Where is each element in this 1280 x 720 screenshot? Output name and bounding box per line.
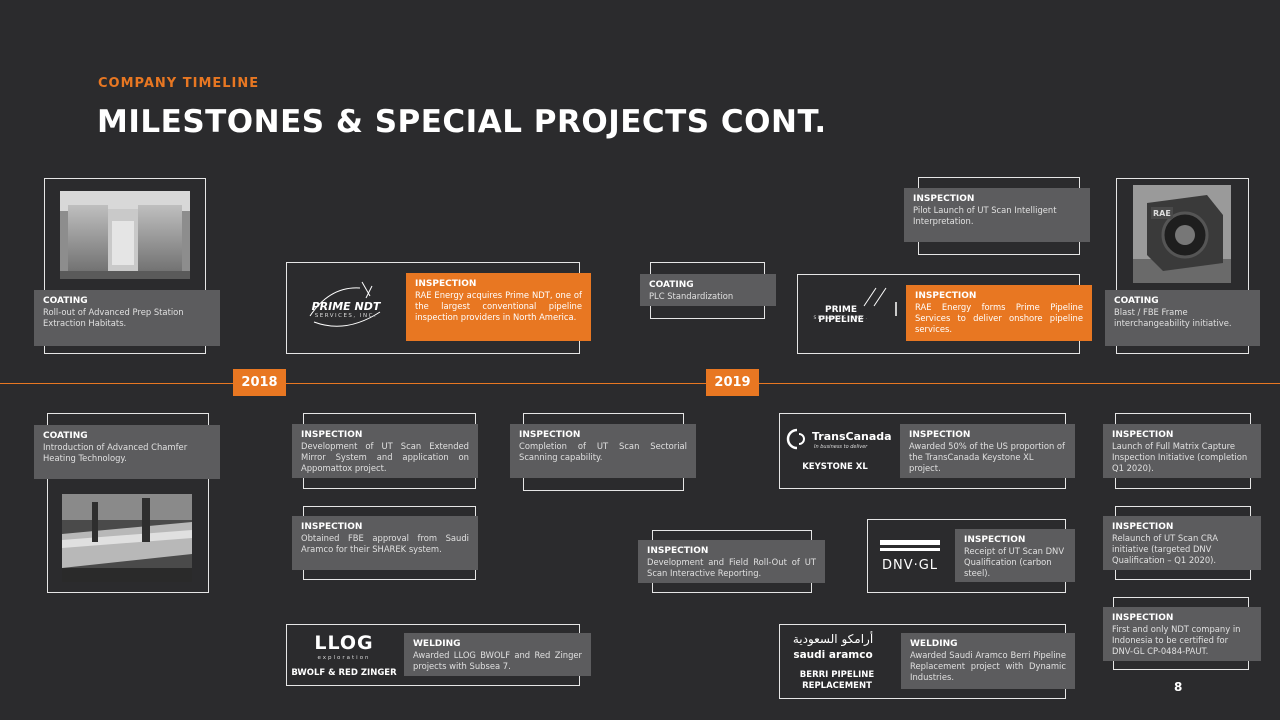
prime-pipeline-logo-sub: SERVICES, INC. <box>813 316 869 321</box>
aramco-logo-arabic: أرامكو السعودية <box>792 632 874 646</box>
milestone-frame-booth <box>44 178 206 354</box>
milestone-card-14: INSPECTION Receipt of UT Scan DNV Qualif… <box>955 529 1075 582</box>
milestone-frame-machine <box>1116 178 1249 354</box>
milestone-card-3: COATING PLC Standardization <box>640 274 776 306</box>
card-heading: INSPECTION <box>1112 613 1174 623</box>
card-text: Awarded 50% of the US proportion of the … <box>909 441 1065 473</box>
transcanada-logo-name: TransCanada <box>812 430 892 443</box>
prime-pipeline-logo-name: PRIME PIPELINE <box>818 305 864 325</box>
card-heading: INSPECTION <box>647 546 709 556</box>
prime-ndt-logo-sub: SERVICES, INC. <box>314 313 378 319</box>
card-heading: COATING <box>43 296 88 306</box>
aramco-logo: أرامكو السعودية saudi aramco <box>786 632 880 666</box>
transcanada-caption: KEYSTONE XL <box>802 462 868 472</box>
page-number: 8 <box>1174 680 1183 694</box>
llog-logo-name: LLOG <box>314 632 374 654</box>
card-heading: INSPECTION <box>415 279 477 289</box>
milestone-card-16: INSPECTION First and only NDT company in… <box>1103 607 1261 661</box>
milestone-card-7: COATING Introduction of Advanced Chamfer… <box>34 425 220 479</box>
dnvgl-logo-name: DNV·GL <box>881 558 939 573</box>
llog-logo: LLOG exploration <box>292 632 396 666</box>
card-heading: INSPECTION <box>301 522 363 532</box>
card-heading: INSPECTION <box>519 430 581 440</box>
card-text: RAE Energy forms Prime Pipeline Services… <box>915 302 1083 334</box>
transcanada-logo: TransCanada In business to deliver <box>786 426 892 456</box>
machine-photo: RAE <box>1133 185 1231 283</box>
milestone-card-12: INSPECTION Obtained FBE approval from Sa… <box>292 516 478 570</box>
card-text: Awarded LLOG BWOLF and Red Zinger projec… <box>413 650 582 671</box>
card-text: Development of UT Scan Extended Mirror S… <box>301 441 469 473</box>
card-heading: COATING <box>649 280 694 290</box>
milestone-card-10: INSPECTION Awarded 50% of the US proport… <box>900 424 1075 478</box>
card-text: RAE Energy acquires Prime NDT, one of th… <box>415 290 582 322</box>
card-text: Completion of UT Scan Sectorial Scanning… <box>519 441 687 462</box>
card-heading: INSPECTION <box>1112 522 1174 532</box>
card-heading: COATING <box>1114 296 1159 306</box>
prime-ndt-logo-name: PRIME NDT <box>311 300 381 313</box>
card-heading: WELDING <box>910 639 958 649</box>
eyebrow-label: COMPANY TIMELINE <box>98 76 260 91</box>
page-title: MILESTONES & SPECIAL PROJECTS CONT. <box>97 104 827 140</box>
llog-logo-sub: exploration <box>317 655 371 661</box>
card-text: Pilot Launch of UT Scan Intelligent Inte… <box>913 205 1057 226</box>
milestone-card-13: INSPECTION Development and Field Roll-Ou… <box>638 540 825 583</box>
card-heading: COATING <box>43 431 88 441</box>
pipe-photo <box>62 494 192 582</box>
aramco-caption: BERRI PIPELINE REPLACEMENT <box>799 670 875 691</box>
milestone-card-17: WELDING Awarded LLOG BWOLF and Red Zinge… <box>404 633 591 676</box>
milestone-card-11: INSPECTION Launch of Full Matrix Capture… <box>1103 424 1261 478</box>
card-text: Development and Field Roll-Out of UT Sca… <box>647 557 816 578</box>
milestone-card-15: INSPECTION Relaunch of UT Scan CRA initi… <box>1103 516 1261 570</box>
year-marker-2019: 2019 <box>706 369 759 396</box>
card-text: Launch of Full Matrix Capture Inspection… <box>1112 441 1248 473</box>
card-text: Awarded Saudi Aramco Berri Pipeline Repl… <box>910 650 1066 682</box>
milestone-card-8: INSPECTION Development of UT Scan Extend… <box>292 424 478 478</box>
booth-photo <box>60 191 190 279</box>
card-text: PLC Standardization <box>649 291 734 301</box>
dnvgl-logo: DNV·GL <box>874 538 946 578</box>
milestone-card-4: INSPECTION Pilot Launch of UT Scan Intel… <box>904 188 1090 242</box>
card-text: First and only NDT company in Indonesia … <box>1112 624 1241 656</box>
card-heading: INSPECTION <box>915 291 977 301</box>
card-heading: INSPECTION <box>301 430 363 440</box>
card-text: Blast / FBE Frame interchangeability ini… <box>1114 307 1232 328</box>
year-marker-2018: 2018 <box>233 369 286 396</box>
card-text: Introduction of Advanced Chamfer Heating… <box>43 442 188 463</box>
milestone-frame-chamfer <box>47 413 209 593</box>
milestone-card-5: INSPECTION RAE Energy forms Prime Pipeli… <box>906 285 1092 341</box>
milestone-card-18: WELDING Awarded Saudi Aramco Berri Pipel… <box>901 633 1075 689</box>
card-heading: INSPECTION <box>1112 430 1174 440</box>
machine-photo-label: RAE <box>1153 209 1171 218</box>
card-text: Relaunch of UT Scan CRA initiative (targ… <box>1112 533 1218 565</box>
card-heading: INSPECTION <box>913 194 975 204</box>
card-text: Roll-out of Advanced Prep Station Extrac… <box>43 307 184 328</box>
milestone-card-9: INSPECTION Completion of UT Scan Sectori… <box>510 424 696 478</box>
card-heading: INSPECTION <box>964 535 1026 545</box>
milestone-card-2: INSPECTION RAE Energy acquires Prime NDT… <box>406 273 591 341</box>
transcanada-logo-tagline: In business to deliver <box>814 444 868 450</box>
timeline-axis <box>0 383 1280 384</box>
prime-ndt-logo: PRIME NDT SERVICES, INC. <box>300 276 392 340</box>
prime-pipeline-logo: PRIME PIPELINE SERVICES, INC. <box>804 284 900 340</box>
card-heading: INSPECTION <box>909 430 971 440</box>
aramco-logo-name: saudi aramco <box>793 649 873 661</box>
milestone-card-6: COATING Blast / FBE Frame interchangeabi… <box>1105 290 1260 346</box>
card-text: Receipt of UT Scan DNV Qualification (ca… <box>964 546 1065 578</box>
milestone-card-1: COATING Roll-out of Advanced Prep Statio… <box>34 290 220 346</box>
card-heading: WELDING <box>413 639 461 649</box>
card-text: Obtained FBE approval from Saudi Aramco … <box>301 533 469 554</box>
llog-caption: BWOLF & RED ZINGER <box>291 668 397 678</box>
